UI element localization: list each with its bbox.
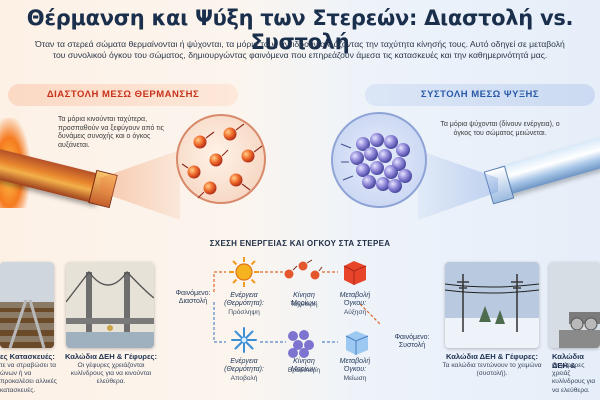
page-title: Θέρμανση και Ψύξη των Στερεών: Διαστολή … [26, 6, 574, 54]
energy-in-value: Πρόσληψη [228, 309, 260, 316]
bridge-left-caption-title: Καλώδια ΔΕΗ & Γέφυρες: [64, 352, 158, 361]
magnify-beam-cold [418, 150, 498, 220]
bridge-right-caption-title: Καλώδια ΔΕΗ & [552, 352, 584, 370]
energy-label-hot: Ενέργεια (Θερμότητα): [224, 292, 264, 308]
hot-molecules-icon [181, 123, 263, 199]
magnify-beam-hot [100, 150, 180, 220]
rails-photo [0, 262, 54, 348]
phenomenon-expansion-label: Φαινόμενο: Διαστολή [175, 290, 211, 306]
wires-caption-title: Καλώδια ΔΕΗ & Γέφυρες: [445, 352, 539, 361]
contraction-note: Τα μόρια ψύχονται (δίνουν ενέργεια), ο ό… [440, 121, 560, 137]
intro-line-1: Όταν τα στερεά σώματα θερμαίνονται ή ψύχ… [35, 39, 565, 49]
expanded-molecules-view [176, 114, 266, 204]
contracted-molecules-view [331, 112, 427, 208]
motion-label-hot: Κίνηση Μορίων: [290, 292, 318, 308]
energy-label-cold: Ενέργεια (Θερμότητα): [224, 358, 264, 374]
volume-up-value: Αύξηση [343, 309, 367, 316]
intro-text: Όταν τα στερεά σώματα θερμαίνονται ή ψύχ… [12, 39, 588, 61]
slow-molecules-icon [288, 330, 314, 358]
motion-slow-value: Βραδύτερη [287, 367, 321, 374]
wires-caption-text: Τα καλώδια τεντώνουν το χειμώνα (συστολή… [442, 362, 542, 378]
volume-down-value: Μείωση [343, 375, 367, 382]
relation-title: ΣΧΕΣΗ ΕΝΕΡΓΕΙΑΣ ΚΑΙ ΟΓΚΟΥ ΣΤΑ ΣΤΕΡΕΑ [209, 239, 391, 248]
motion-label-cold: Κίνηση Μορίων: [290, 358, 318, 374]
intro-line-2: του συνολικού όγκου του σώματος, δημιουρ… [52, 50, 548, 60]
snowflake-icon [231, 327, 257, 353]
volume-decrease-cube-icon [345, 331, 369, 355]
bridge-photo-right [549, 262, 600, 348]
bridge-right-caption-text: Οι γέφυρες χρειάζ κυλίνδρους για να ελεύ… [552, 362, 596, 394]
volume-increase-cube-icon [343, 261, 367, 285]
cold-metal-bar [496, 134, 600, 196]
cold-molecules-icon [340, 133, 412, 193]
rails-caption-title: ες Κατασκευές: [0, 352, 55, 361]
fast-molecules-icon [284, 259, 323, 280]
sun-icon [229, 257, 259, 287]
phenomenon-contraction-label: Φαινόμενο: Συστολή [394, 334, 430, 350]
expansion-heading: ΔΙΑΣΤΟΛΗ ΜΕΣΩ ΘΕΡΜΑΝΣΗΣ [8, 84, 238, 106]
motion-fast-value: Ταχύτερη [290, 301, 318, 308]
relation-flow-arrows [213, 271, 381, 343]
expansion-note: Τα μόρια κινούνται ταχύτερα, προσπαθούν … [58, 116, 165, 149]
contraction-heading: ΣΥΣΤΟΛΗ ΜΕΣΩ ΨΥΞΗΣ [365, 84, 595, 106]
rails-caption-text: τε να στραβώσει τα ώνων ή να προκαλέσει … [0, 362, 57, 394]
bridge-photo-left [66, 262, 154, 348]
wires-photo [445, 262, 539, 348]
volume-label-hot: Μεταβολή Όγκου: [339, 292, 371, 308]
energy-out-value: Αποβολή [230, 375, 258, 382]
bridge-left-caption-text: Οι γέφυρες χρειάζονται κυλίνδρους για να… [70, 362, 152, 386]
volume-label-cold: Μεταβολή Όγκου: [339, 358, 371, 374]
